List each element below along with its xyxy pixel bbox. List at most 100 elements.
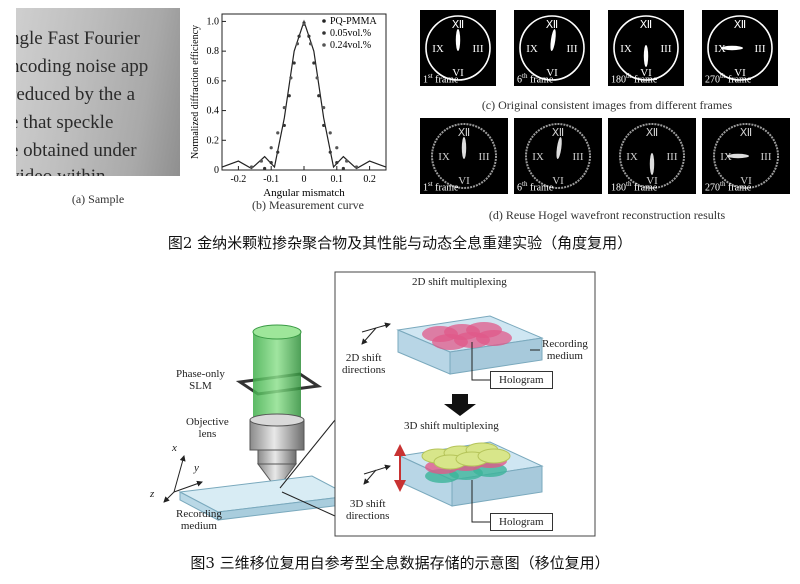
frame-label: 270th frame [705,179,752,193]
data-point [276,131,280,135]
clock-numeral: VI [646,175,658,187]
y-tick-label: 0.6 [207,76,220,87]
block-3d [398,441,544,507]
clock-hand [455,29,461,51]
clock-numeral: Ⅻ [646,127,658,139]
sample-text-line: reduced by the a [16,84,136,105]
clock-numeral: IX [720,151,732,163]
clock-numeral: IX [432,43,444,55]
legend-entry: PQ-PMMA [330,16,377,27]
clock-numeral: IX [438,151,450,163]
data-point [317,94,321,98]
hologram-disks-2d [422,322,512,350]
data-point [341,166,345,171]
clock-face [425,15,491,81]
hologram-label-2d: Hologram [490,371,553,389]
data-point [345,159,349,163]
data-point [322,123,326,128]
clock-numeral: III [473,43,484,55]
frame-label: 1st frame [423,179,459,193]
data-point [282,106,286,110]
clock-numeral: VI [640,67,652,79]
recording-medium-left-label: Recording medium [176,508,222,532]
y-tick-label: 0 [214,165,219,176]
data-point [269,160,273,165]
clock-hand [550,29,556,51]
clock-numeral: IX [626,151,638,163]
green-beam [252,324,302,424]
y-tick-label: 0.4 [207,106,220,117]
data-point [302,22,306,26]
hologram-label-3d: Hologram [490,513,553,531]
dir-3d-label: 3D shift directions [346,498,390,522]
data-point [276,150,280,154]
axis-x-label: x [172,442,177,454]
sample-photo: ngle Fast Fourier ncoding noise app redu… [16,8,180,176]
clock-numeral: IX [526,43,538,55]
data-point [315,76,319,80]
x-tick-label: 0.1 [331,174,344,185]
frame-label: 6th frame [517,71,554,85]
legend-entry: 0.24vol.% [330,40,371,51]
clock-numeral: IX [532,151,544,163]
data-point [292,61,296,65]
clock-numeral: III [755,43,766,55]
clock-face [519,15,585,81]
clock-hand [727,153,749,159]
data-point [307,34,311,38]
objective-label: Objective lens [186,416,229,440]
data-point [335,146,339,150]
clock-hand [721,45,743,51]
block-2d [396,315,544,375]
clock-numeral: Ⅻ [458,127,470,139]
x-tick-label: -0.1 [263,174,279,185]
y-axis-label: Normalized diffraction efficiency [190,25,201,159]
axis-triad [163,455,203,503]
data-point [328,131,332,135]
x-axis-label: Angular mismatch [263,187,345,199]
y-tick-label: 0.2 [207,135,220,146]
clock-numeral: III [567,43,578,55]
x-tick-label: -0.2 [230,174,246,185]
clock-face [525,123,591,189]
axis-z-label: z [150,488,155,500]
frame-label: 180th frame [611,179,658,193]
data-point [263,166,267,171]
clock-numeral: VI [452,67,464,79]
clock-numeral: VI [740,175,752,187]
data-point [287,94,291,98]
sample-text-line: e obtained under [16,140,137,161]
caption-c: (c) Original consistent images from diff… [481,98,733,112]
clock-numeral: III [761,151,772,163]
clock-numeral: III [479,151,490,163]
clock-numeral: IX [714,43,726,55]
data-point [322,106,326,110]
legend-entry: 0.05vol.% [330,28,371,39]
clock-numeral: Ⅻ [552,127,564,139]
clock-numeral: VI [546,67,558,79]
clock-hand [643,45,649,67]
frame-label: 1st frame [423,71,459,85]
legend-marker [322,43,326,47]
clock-hand [649,153,655,175]
recording-medium-right-label: Recording medium [542,338,588,362]
clock-numeral: III [661,43,672,55]
heading-2d: 2D shift multiplexing [412,276,507,288]
data-point [249,165,254,169]
frame-label: 180th frame [611,71,658,85]
clock-numeral: III [667,151,678,163]
clock-hand [556,137,562,159]
legend-marker [322,19,326,23]
heading-3d: 3D shift multiplexing [404,420,499,432]
clock-face [431,123,497,189]
hologram-disks-3d [421,442,511,483]
down-arrow-icon [444,394,476,416]
